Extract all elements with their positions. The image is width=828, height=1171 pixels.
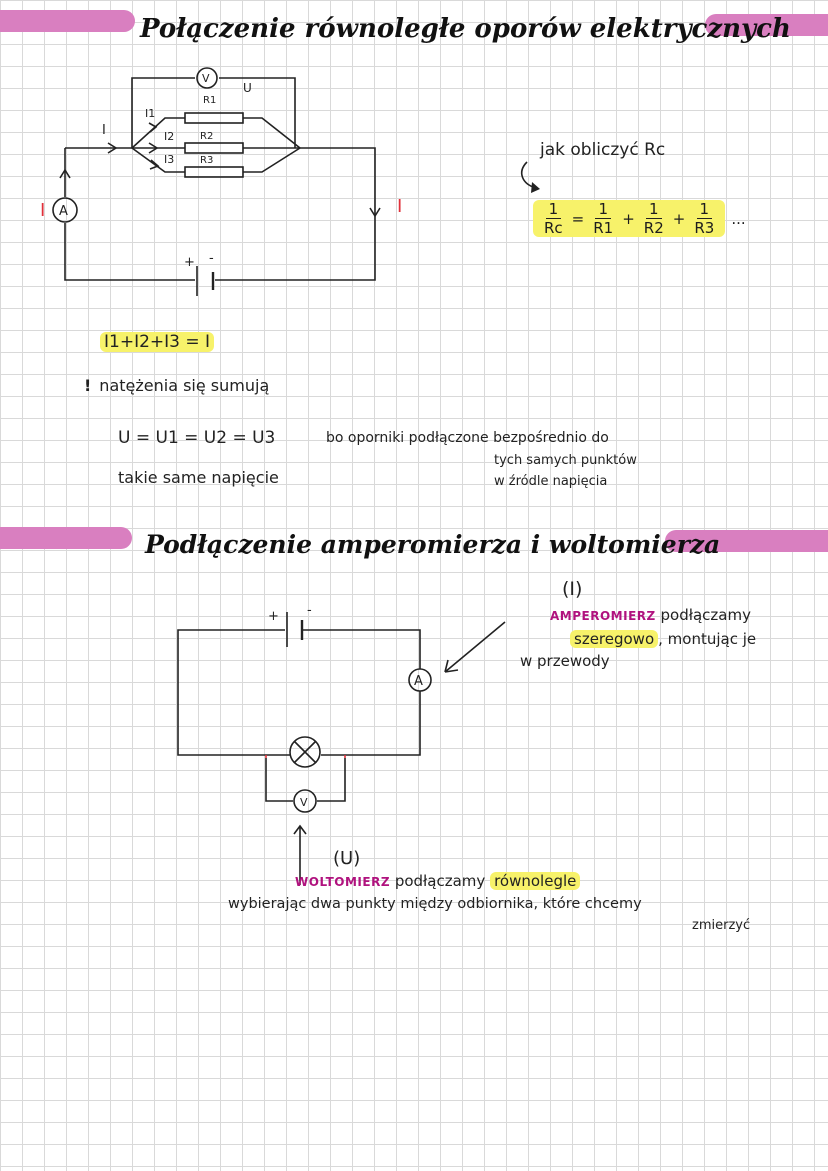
voltmeter-text1: podłączamy [394, 872, 486, 890]
voltmeter-keyword: WOLTOMIERZ [295, 875, 391, 889]
section2-title: Podłączenie amperomierza i woltomierza [145, 530, 721, 559]
title2-decoration-left [0, 527, 132, 549]
formula-equals: = [571, 209, 585, 228]
current-label-left: I [40, 200, 45, 221]
arrow-up-left [59, 168, 71, 179]
current-main-label: I [102, 123, 106, 138]
ammeter-note-line3: w przewody [520, 652, 610, 670]
bulb-symbol [289, 736, 321, 768]
r1-label: R1 [203, 95, 216, 106]
voltmeter2-symbol [293, 789, 317, 813]
question-how-to-calc: jak obliczyć Rc [540, 140, 666, 160]
because-note-line1: bo oporniki podłączone bezpośrednio do [326, 430, 609, 446]
ammeter-symbol [52, 197, 78, 223]
i1-label: I1 [145, 107, 155, 120]
currents-sum-note: ! natężenia się sumują [84, 376, 269, 395]
ammeter-note-line1: AMPEROMIERZ podłączamy [550, 606, 751, 624]
ammeter-label: A [59, 204, 68, 219]
voltmeter-label: V [202, 72, 210, 85]
arrow-i1 [148, 122, 158, 133]
ammeter-text1: podłączamy [660, 606, 751, 624]
ammeter2-label: A [414, 674, 423, 689]
currents-sum-text: natężenia się sumują [99, 376, 270, 395]
formula-plus-1: + [622, 209, 635, 228]
ammeter-symbol-note: (I) [562, 578, 583, 600]
because-note-line3: w źródle napięcia [494, 474, 608, 489]
current-sum-equation: I1+I2+I3 = I [100, 332, 215, 352]
ammeter-highlight: szeregowo [570, 630, 659, 648]
same-voltage-note: takie same napięcie [118, 468, 279, 487]
battery-minus: - [209, 251, 214, 266]
r3-label: R3 [200, 155, 213, 166]
voltmeter-symbol [196, 67, 218, 89]
voltage-label: U [243, 81, 252, 95]
voltmeter-note-line2: wybierając dwa punkty między odbiornika,… [228, 896, 642, 912]
arrow-down-right [369, 207, 381, 218]
arrow-to-ammeter [444, 621, 506, 673]
exclamation-mark: ! [84, 376, 92, 395]
title-decoration-left [0, 10, 135, 32]
r2-label: R2 [200, 131, 213, 142]
formula-plus-2: + [672, 209, 686, 228]
voltmeter-symbol-note: (U) [333, 848, 361, 869]
ammeter-keyword: AMPEROMIERZ [550, 609, 656, 623]
arrow-i3 [149, 159, 160, 170]
ammeter-text2: , montując je [658, 630, 757, 648]
hook-arrow-head [531, 182, 540, 193]
arrow-to-voltmeter [293, 824, 307, 885]
current-sum-highlight: I1+I2+I3 = I [100, 332, 215, 352]
i3-label: I3 [164, 153, 174, 166]
battery2-plus: + [268, 609, 279, 624]
voltmeter-note-line3: zmierzyć [692, 918, 751, 933]
i2-label: I2 [164, 130, 174, 143]
battery2-minus: - [307, 603, 312, 618]
voltage-equation: U = U1 = U2 = U3 [118, 428, 276, 448]
because-note-line2: tych samych punktów [494, 453, 637, 468]
formula-ellipsis: ... [731, 209, 746, 228]
voltmeter-note-line1: WOLTOMIERZ podłączamy równolegle [295, 872, 581, 890]
title-decoration-right [705, 14, 828, 36]
arrow-i2 [148, 142, 159, 154]
ammeter2-symbol [408, 668, 432, 692]
battery-plus: + [184, 255, 195, 270]
resistor-r3 [184, 166, 244, 178]
current-label-right: I [397, 196, 402, 217]
title2-decoration-right [665, 530, 828, 552]
arrow-main [107, 142, 118, 154]
resistor-r1 [184, 112, 244, 124]
ammeter-note-line2: szeregowo, montując je [570, 630, 756, 648]
section1-title: Połączenie równoległe oporów elektryczny… [140, 14, 791, 44]
resistor-r2 [184, 142, 244, 154]
voltmeter-highlight: równolegle [490, 872, 581, 890]
voltmeter2-label: V [300, 796, 308, 809]
